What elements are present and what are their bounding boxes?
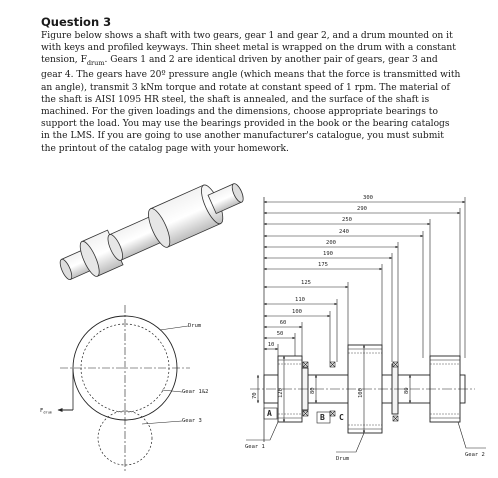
dim-label-70: 70	[252, 392, 258, 399]
question-title: Question 3	[41, 15, 112, 29]
end-view	[57, 305, 190, 472]
label-gear2: Gear 2	[465, 452, 485, 458]
label-force: Fdrum	[40, 408, 52, 415]
dim-label-200: 200	[326, 240, 336, 246]
shaft-3d-illustration	[59, 183, 244, 280]
dim-label-290: 290	[357, 206, 367, 212]
question-body: Figure below shows a shaft with two gear…	[41, 30, 461, 155]
gear3-pitch-circle	[97, 410, 153, 466]
dim-label-175: 175	[318, 262, 328, 268]
label-gear1: Gear 1	[245, 444, 265, 450]
dim-label-100: 100	[358, 388, 364, 398]
bearing-markers	[302, 361, 399, 422]
dim-label-250: 250	[342, 217, 352, 223]
dim-label-190: 190	[323, 251, 333, 257]
question-text-part2: . Gears 1 and 2 are identical driven by …	[41, 55, 461, 154]
dim-label-80-right: 80	[404, 387, 410, 394]
dim-label-120: 120	[278, 388, 284, 398]
question-text-part1: Figure below shows a shaft with two gear…	[41, 31, 456, 66]
dim-label-100: 100	[292, 309, 302, 315]
bearing-label-A: A	[267, 409, 272, 418]
label-gear12-endview: Gear 1&2	[182, 389, 209, 395]
label-gear3-endview: Gear 3	[182, 418, 202, 424]
dim-label-240: 240	[339, 229, 349, 235]
dim-label-60: 60	[280, 320, 287, 326]
dim-label-125: 125	[301, 280, 311, 286]
force-subscript: drum	[86, 59, 105, 68]
bearing-label-B: B	[320, 413, 325, 422]
vertical-dimension-lines	[256, 344, 412, 434]
bearing-label-C: C	[339, 413, 344, 422]
dim-label-300: 300	[363, 195, 373, 201]
dim-label-110: 110	[295, 297, 305, 303]
dim-label-50: 50	[277, 331, 284, 337]
label-drum-endview: Drum	[188, 323, 202, 329]
label-drum: Drum	[336, 456, 350, 462]
dim-label-80-left: 80	[310, 387, 316, 394]
dim-label-10: 10	[268, 342, 275, 348]
